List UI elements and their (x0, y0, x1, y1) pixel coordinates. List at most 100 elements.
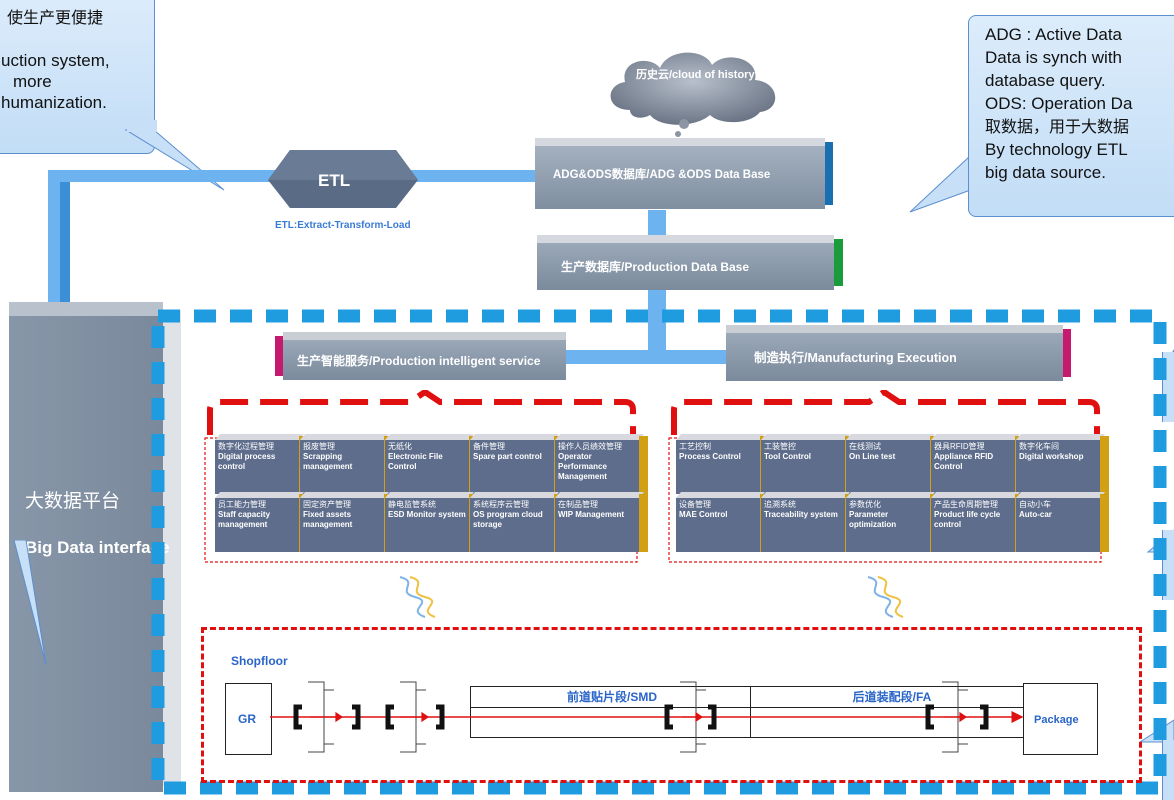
cloud-label: 历史云/cloud of history data (636, 69, 781, 81)
callout-top-right: ADG : Active Data Data is synch with dat… (968, 15, 1174, 217)
shopfloor-title: Shopfloor (231, 654, 288, 668)
adg-ods-label: ADG&ODS数据库/ADG &ODS Data Base (553, 169, 771, 181)
callout-tr-line2: Data is synch with (985, 48, 1122, 67)
callout-tr-line7: big data source. (985, 163, 1106, 182)
shopfloor-flow (270, 681, 1024, 753)
callout-tl-line4: humanization. (1, 93, 107, 112)
pis-label: 生产智能服务/Production intelligent service (297, 354, 541, 368)
module-en-label: Product life cycle control (934, 510, 1001, 529)
module-cn-label: 系统程序云管理 (473, 500, 529, 509)
module-en-label: Fixed assets management (303, 510, 353, 529)
module-cn-label: 操作人员绩效管理 (558, 442, 622, 451)
fa-label: 后道装配段/FA (751, 687, 1033, 708)
cloud-icon (610, 52, 776, 137)
pipe-left-vertical (48, 176, 60, 316)
smd-stage: 前道贴片段/SMD (470, 686, 754, 738)
etl-label: ETL (318, 171, 351, 190)
module-cn-label: 报废管理 (303, 442, 335, 451)
module-en-label: Digital workshop (1019, 452, 1084, 461)
gr-stage: GR (225, 683, 272, 755)
smd-label: 前道贴片段/SMD (471, 687, 753, 708)
callout-tl-line2: uction system, (1, 51, 110, 70)
callout-tr-line1: ADG : Active Data (985, 25, 1122, 44)
big-data-tower: 大数据平台 Big Data interface (9, 302, 181, 792)
callout-top-left: 使生产更便捷 uction system, more humanization. (0, 0, 155, 154)
system-boundary-frame (151, 309, 1167, 795)
shopfloor-frame (201, 627, 1142, 783)
module-en-label: Staff capacity management (218, 510, 271, 529)
module-cn-label: 产品生命周期管理 (934, 500, 998, 509)
big-data-cn: 大数据平台 (25, 490, 121, 512)
module-cn-label: 数字化过程管理 (218, 442, 274, 451)
module-cn-label: 备件管理 (473, 442, 505, 451)
module-cn-label: 员工能力管理 (218, 500, 266, 509)
module-cn-label: 追溯系统 (764, 500, 796, 509)
callout-tr-line3: database query. (985, 71, 1106, 90)
module-en-label: ESD Monitor system (388, 510, 466, 519)
module-en-label: Auto-car (1019, 510, 1052, 519)
module-cn-label: 参数优化 (849, 500, 881, 509)
module-cn-label: 无纸化 (388, 442, 412, 451)
module-en-label: Spare part control (473, 452, 542, 461)
manufacturing-execution: 制造执行/Manufacturing Execution (726, 325, 1071, 381)
module-cn-label: 固定资产管理 (303, 500, 351, 509)
callout-tr-line6: By technology ETL (985, 140, 1128, 159)
module-en-label: Process Control (679, 452, 741, 461)
etl-hexagon (268, 150, 418, 208)
module-cn-label: 在制品管理 (558, 500, 598, 509)
module-cn-label: 在线测试 (849, 442, 881, 451)
big-data-callout-tail (13, 540, 47, 666)
module-en-label: Digital process control (218, 452, 276, 471)
callout-tr-line5: 取数据，用于大数据 (985, 117, 1130, 136)
pipe-prod-split (648, 290, 666, 350)
production-database: 生产数据库/Production Data Base (537, 235, 843, 290)
module-cn-label: 设备管理 (679, 500, 711, 509)
module-en-label: WIP Management (558, 510, 625, 519)
module-en-label: Scrapping management (303, 452, 353, 471)
callout-tr-line4: ODS: Operation Da (985, 94, 1133, 113)
gr-label: GR (238, 712, 256, 726)
pipe-etl-adg (410, 170, 540, 182)
production-intelligent-service: 生产智能服务/Production intelligent service (275, 332, 566, 380)
etl-caption: ETL:Extract-Transform-Load (275, 220, 411, 231)
callout-tl-line1: 使生产更便捷 (7, 8, 104, 27)
callout-tl-tail (124, 120, 225, 191)
package-stage: Package (1023, 683, 1098, 755)
module-cn-label: 工艺控制 (679, 442, 711, 451)
right-wave-connector (867, 576, 904, 618)
module-cn-label: 数字化车间 (1019, 442, 1059, 451)
module-cn-label: 静电监管系统 (388, 500, 436, 509)
module-en-label: Electronic File Control (388, 452, 443, 471)
module-en-label: On Line test (849, 452, 896, 461)
module-en-label: Appliance RFID Control (934, 452, 994, 471)
adg-ods-database: ADG&ODS数据库/ADG &ODS Data Base (535, 138, 833, 209)
module-cn-label: 器具RFID管理 (934, 442, 985, 451)
callout-tl-line3: more (13, 72, 52, 91)
module-en-label: Parameter optimization (849, 510, 897, 529)
module-en-label: MAE Control (679, 510, 728, 519)
pipe-left-horizontal (48, 170, 278, 182)
production-db-label: 生产数据库/Production Data Base (561, 260, 750, 274)
left-wave-connector (399, 576, 436, 618)
module-en-label: Operator Performance Management (558, 452, 607, 481)
